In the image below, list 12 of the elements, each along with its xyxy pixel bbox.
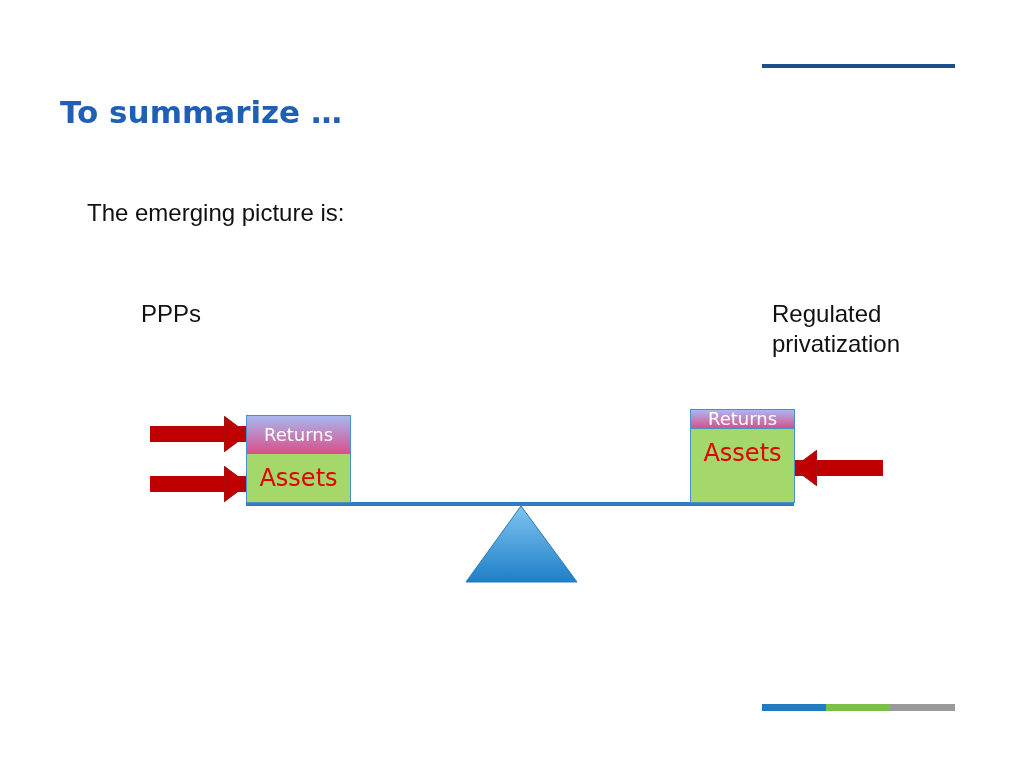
box-label: Returns <box>263 425 334 444</box>
slide-title: To summarize … <box>60 94 342 130</box>
side-label: Regulated privatization <box>772 299 902 359</box>
box-label: Assets <box>259 466 338 490</box>
assets-box <box>246 453 351 503</box>
returns-box <box>690 409 795 429</box>
box-label: Assets <box>703 441 782 465</box>
returns-box <box>246 415 351 454</box>
intro-text: The emerging picture is: <box>87 198 346 228</box>
assets-box <box>690 428 795 503</box>
side-label: PPPs <box>141 299 203 329</box>
box-label: Returns <box>707 410 778 428</box>
